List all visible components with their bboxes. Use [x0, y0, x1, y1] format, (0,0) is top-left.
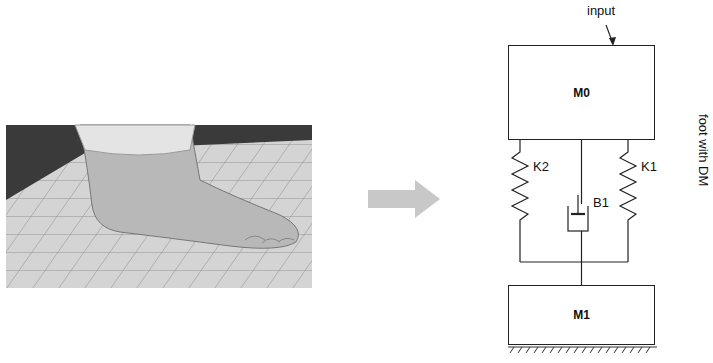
element-label: K1	[640, 160, 658, 174]
damper-symbol	[566, 195, 590, 231]
mass-box: M1	[508, 285, 655, 345]
mass-label: M1	[573, 308, 590, 322]
spring-symbol	[512, 140, 636, 262]
input-label: input	[586, 4, 616, 18]
ground-hatch	[508, 347, 657, 353]
element-label: K2	[532, 160, 550, 174]
mass-box: M0	[508, 45, 655, 140]
mass-label: M0	[573, 86, 590, 100]
element-label: B1	[592, 196, 610, 210]
caption-label: foot with DM	[696, 113, 710, 187]
foot-photo	[6, 125, 312, 288]
transform-arrow	[368, 180, 440, 218]
